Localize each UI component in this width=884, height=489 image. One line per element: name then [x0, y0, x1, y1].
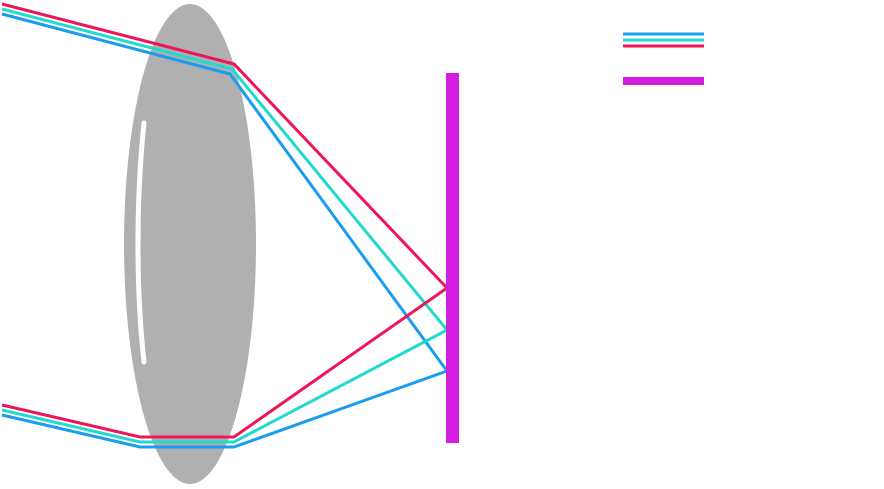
screen-bar — [446, 73, 459, 443]
ray-bottom-red — [1, 286, 448, 439]
screen-bar-icon — [623, 77, 704, 85]
ray-bottom-cyan — [1, 328, 448, 444]
ray-top-cyan — [1, 7, 449, 331]
ray-top-blue — [1, 12, 449, 372]
legend — [623, 32, 704, 85]
lens-shape — [124, 4, 256, 484]
lens-highlight — [135, 120, 147, 365]
ray-bottom-blue — [1, 369, 448, 449]
ray-top-red — [1, 2, 449, 290]
